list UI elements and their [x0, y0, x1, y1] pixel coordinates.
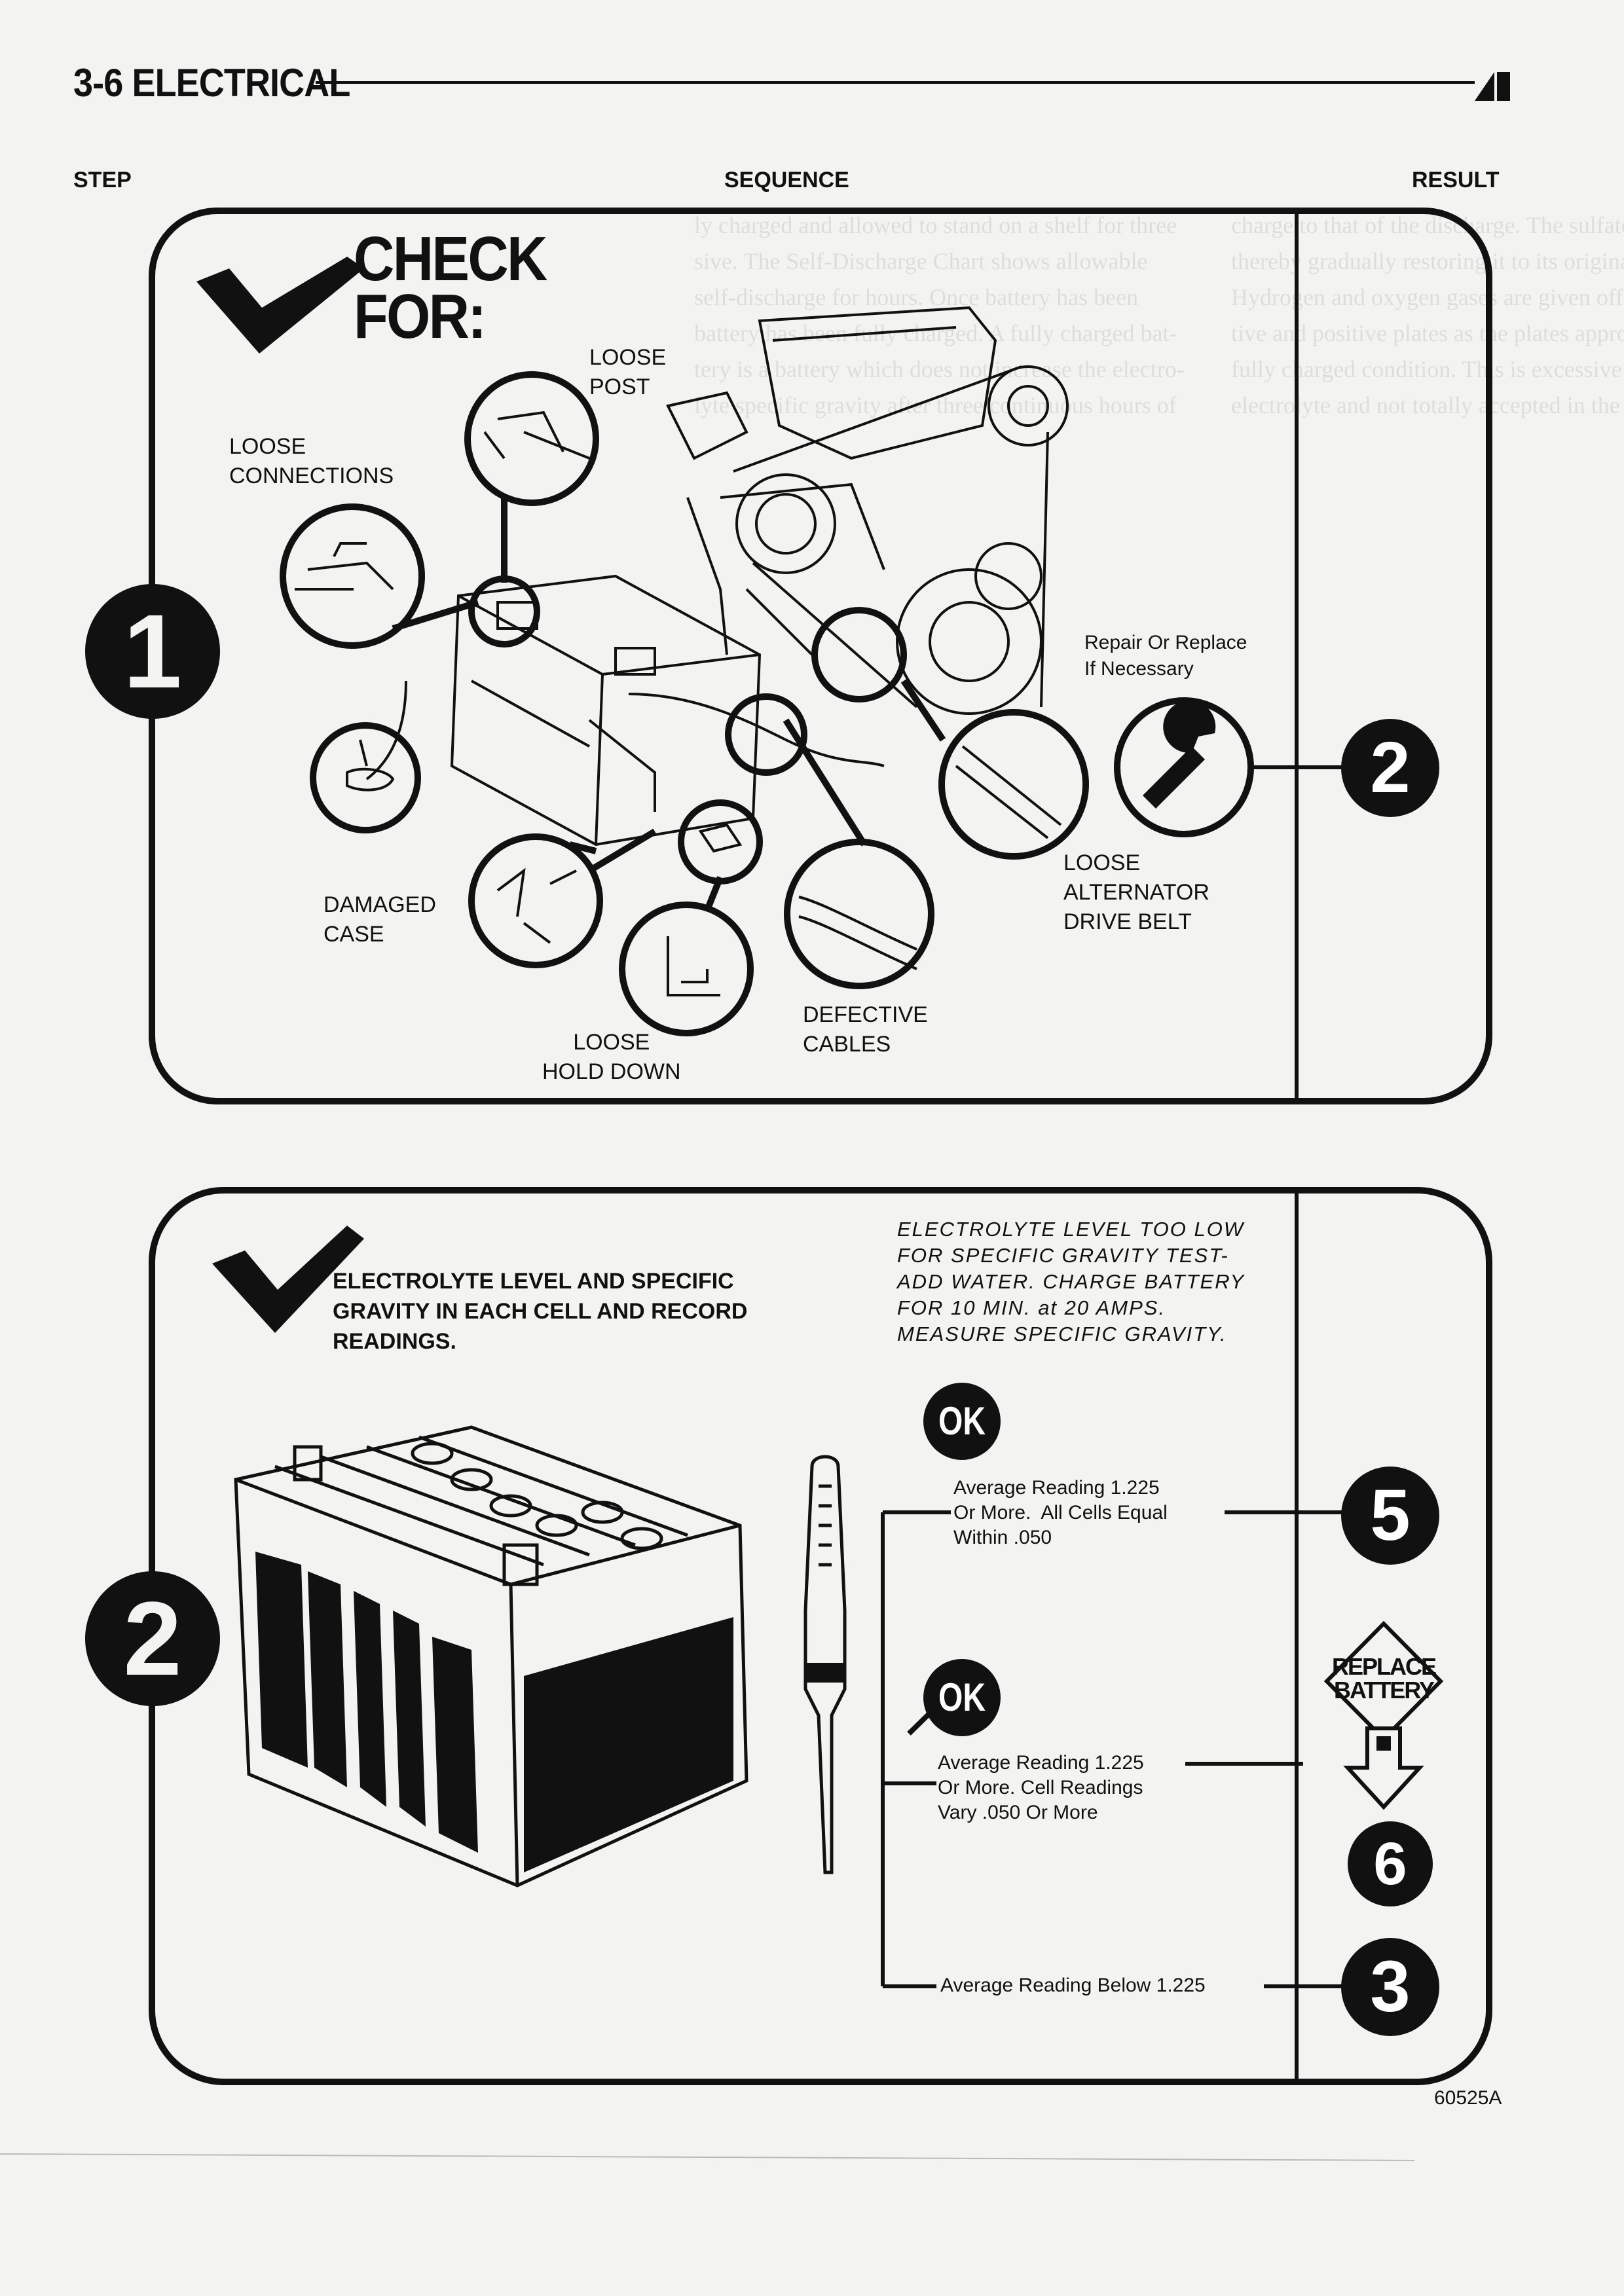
- label-loose-alternator-belt: LOOSE ALTERNATOR DRIVE BELT: [1063, 850, 1209, 934]
- hydrometer-illustration: [803, 1455, 847, 1874]
- header-rule: [316, 81, 1475, 84]
- label-damaged-case: DAMAGED CASE: [323, 892, 436, 947]
- label-repair-or-replace: Repair Or Replace If Necessary: [1084, 632, 1247, 680]
- check-for-heading: CHECK FOR:: [354, 224, 547, 352]
- result-number-2: 2: [1341, 719, 1439, 817]
- engine-illustration: [666, 306, 1069, 715]
- wrench-icon: [1143, 701, 1216, 809]
- battery-cell-plates: [255, 1552, 733, 1872]
- panel-1-frame: [149, 208, 1492, 1104]
- label-loose-post: LOOSE POST: [589, 345, 667, 399]
- result-number-5: 5: [1341, 1467, 1439, 1565]
- check-mark-icon: [196, 257, 364, 354]
- column-header-sequence: SEQUENCE: [724, 168, 849, 192]
- jeep-logo-icon: [1475, 72, 1510, 101]
- reading-cells-vary: Average Reading 1.225 Or More. Cell Read…: [938, 1752, 1144, 1823]
- not-ok-badge: OK: [923, 1659, 1001, 1736]
- battery-illustration-top: [365, 574, 885, 847]
- ok-badge: OK: [923, 1383, 1001, 1460]
- column-header-result: RESULT: [1412, 168, 1500, 192]
- column-header-step: STEP: [73, 168, 132, 192]
- battery-illustration-cells: [234, 1425, 748, 1887]
- check-mark-icon-2: [212, 1226, 364, 1333]
- replace-battery-label: REPLACE BATTERY: [1331, 1653, 1437, 1704]
- page-section-title: 3-6 ELECTRICAL: [73, 61, 350, 105]
- result-number-6: 6: [1348, 1821, 1433, 1906]
- reading-below-threshold: Average Reading Below 1.225: [940, 1975, 1206, 1996]
- bleed-through-text-right: charge to that of the discharge. The sul…: [1231, 212, 1624, 418]
- step-number-1: 1: [85, 584, 220, 719]
- note-electrolyte-too-low: ELECTROLYTE LEVEL TOO LOW FOR SPECIFIC G…: [897, 1218, 1246, 1345]
- label-defective-cables: DEFECTIVE CABLES: [803, 1002, 928, 1057]
- step-number-2: 2: [85, 1571, 220, 1706]
- detail-callout-circles: [280, 371, 1089, 1036]
- down-arrow-icon: [1343, 1726, 1424, 1810]
- result-number-3: 3: [1341, 1938, 1439, 2036]
- bleed-through-text-left: ly charged and allowed to stand on a she…: [694, 212, 1185, 418]
- figure-code: 60525A: [1434, 2087, 1502, 2109]
- label-loose-hold-down: LOOSE HOLD DOWN: [542, 1030, 681, 1084]
- reading-all-cells-equal: Average Reading 1.225 Or More. All Cells…: [953, 1477, 1168, 1548]
- instruction-check-electrolyte: ELECTROLYTE LEVEL AND SPECIFIC GRAVITY I…: [333, 1269, 748, 1354]
- label-loose-connections: LOOSE CONNECTIONS: [229, 434, 394, 488]
